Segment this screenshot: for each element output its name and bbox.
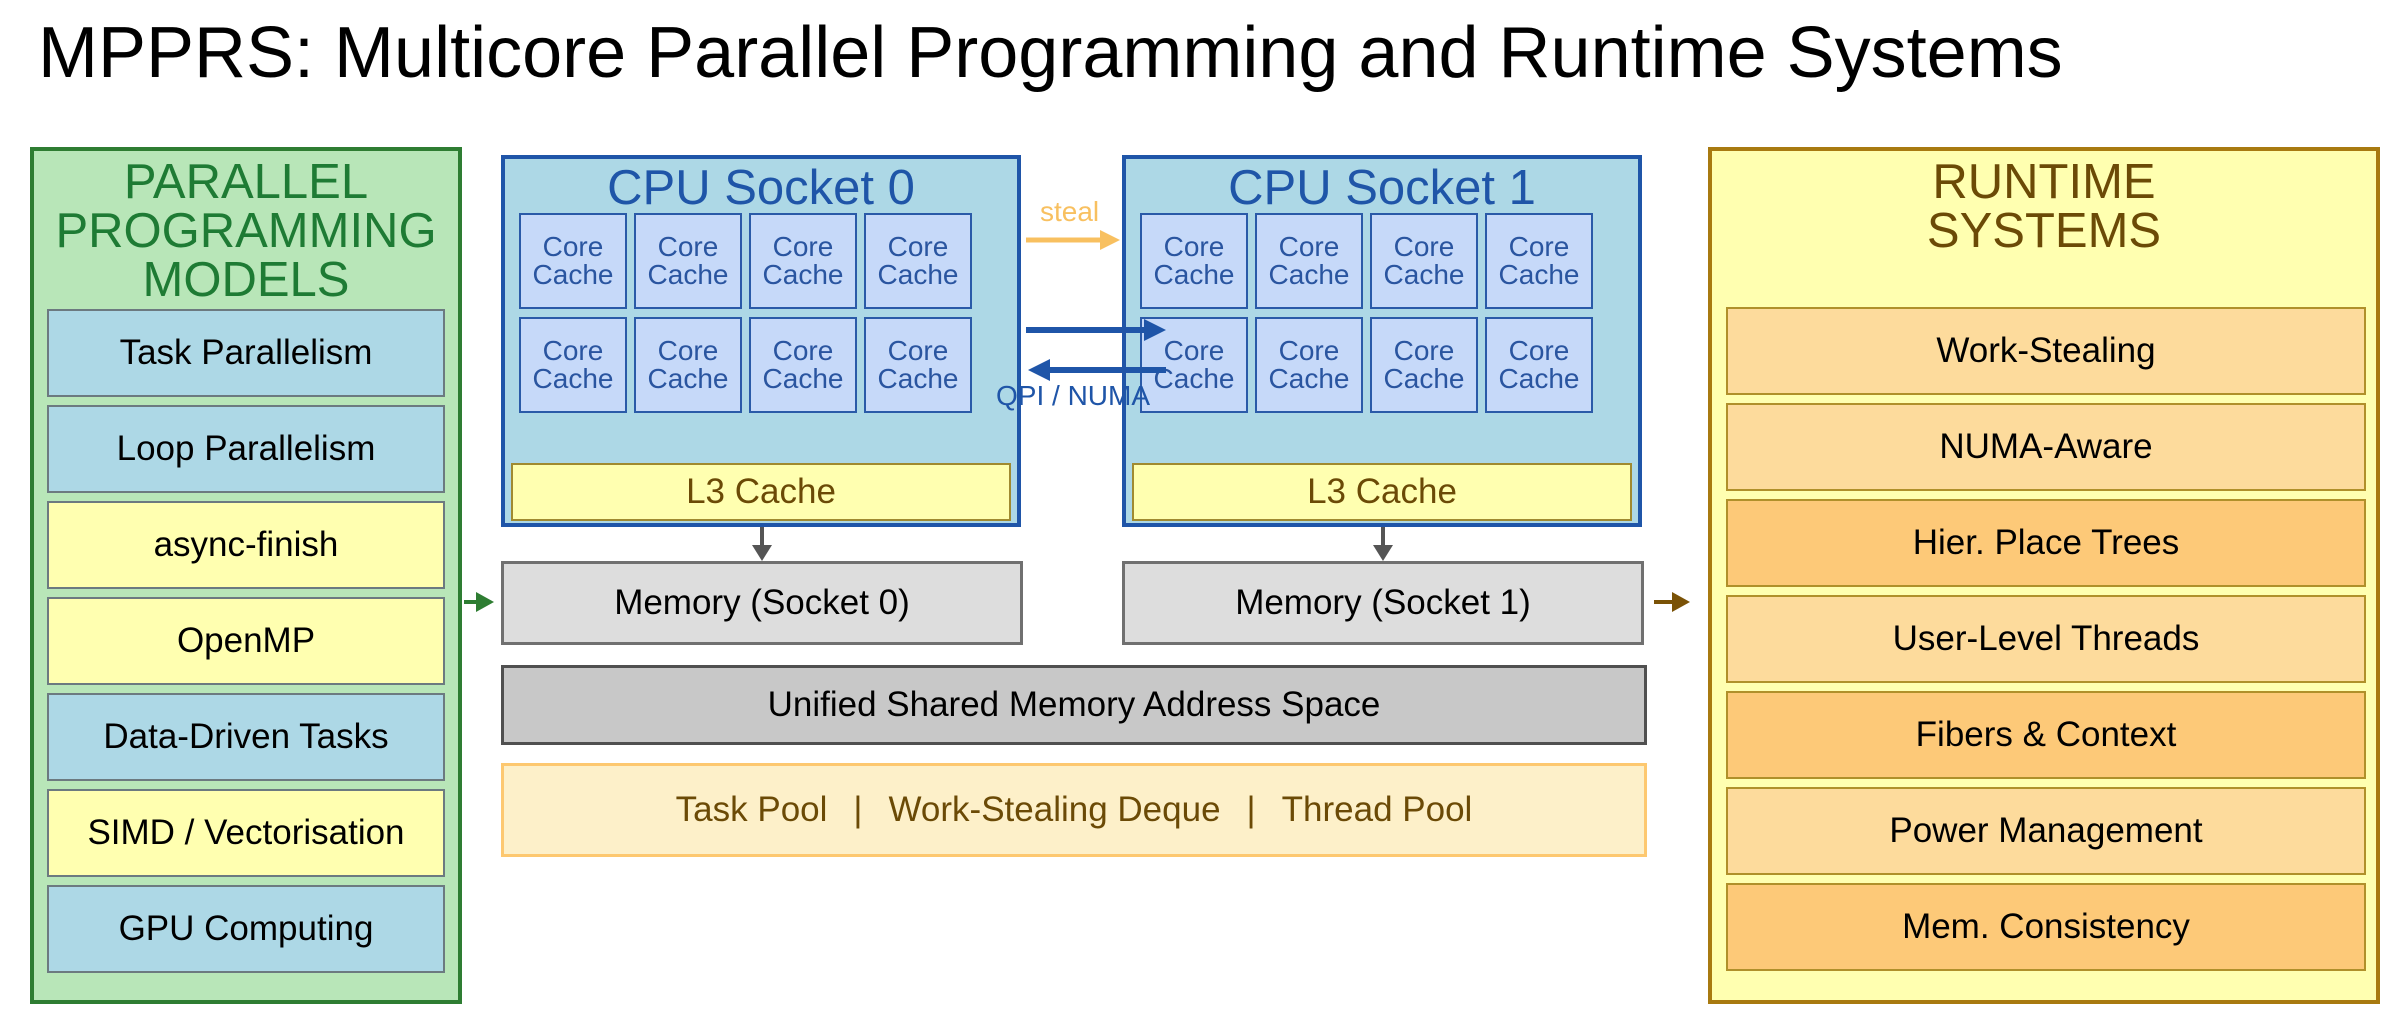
model-async-finish: async-finish <box>47 501 445 589</box>
runtime-work-stealing: Work-Stealing <box>1726 307 2366 395</box>
core-label: Core <box>542 231 604 262</box>
core-label: Core <box>1508 335 1570 366</box>
arrow-head <box>1028 359 1050 381</box>
arrow-head <box>1672 592 1690 612</box>
model-openmp: OpenMP <box>47 597 445 685</box>
runtime-mem-consistency: Mem. Consistency <box>1726 883 2366 971</box>
cache-label: Cache <box>1383 259 1465 290</box>
cache-label: Cache <box>1153 363 1235 394</box>
model-loop-parallelism: Loop Parallelism <box>47 405 445 493</box>
cache-label: Cache <box>647 363 729 394</box>
cache-label: Cache <box>877 259 959 290</box>
core-label: Core <box>1163 335 1225 366</box>
arrow-head <box>476 592 494 612</box>
cache-label: Cache <box>532 363 614 394</box>
heading-line: PROGRAMMING <box>55 204 437 258</box>
programming-models-heading: PARALLEL PROGRAMMING MODELS <box>34 158 458 305</box>
arrow-head <box>1100 230 1120 250</box>
arrow-head <box>1144 319 1166 341</box>
core-label: Core <box>1278 335 1340 366</box>
cache-label: Cache <box>877 363 959 394</box>
runtime-user-level-threads: User-Level Threads <box>1726 595 2366 683</box>
core-label: Core <box>887 231 949 262</box>
cache-label: Cache <box>1498 259 1580 290</box>
cache-label: Cache <box>762 363 844 394</box>
core-label: Core <box>772 335 834 366</box>
unified-shared-memory: Unified Shared Memory Address Space <box>501 665 1647 745</box>
heading-line: PARALLEL <box>123 155 369 209</box>
cache-label: Cache <box>1268 259 1350 290</box>
model-task-parallelism: Task Parallelism <box>47 309 445 397</box>
cpu-socket-1-title: CPU Socket 1 <box>1228 161 1536 215</box>
heading-line: SYSTEMS <box>1926 204 2162 258</box>
socket-1-l3-cache: L3 Cache <box>1132 463 1632 521</box>
steal-label: steal <box>1040 196 1100 227</box>
cache-label: Cache <box>762 259 844 290</box>
core-label: Core <box>1393 231 1455 262</box>
core-label: Core <box>1163 231 1225 262</box>
cache-label: Cache <box>647 259 729 290</box>
socket-0-l3-cache: L3 Cache <box>511 463 1011 521</box>
core-label: Core <box>542 335 604 366</box>
cpu-socket-0-title: CPU Socket 0 <box>607 161 915 215</box>
runtime-numa-aware: NUMA-Aware <box>1726 403 2366 491</box>
core-label: Core <box>772 231 834 262</box>
core-label: Core <box>657 335 719 366</box>
memory-socket-0: Memory (Socket 0) <box>501 561 1023 645</box>
cache-label: Cache <box>1153 259 1235 290</box>
model-data-driven-tasks: Data-Driven Tasks <box>47 693 445 781</box>
arrow-head <box>752 545 772 561</box>
qpi-numa-label: QPI / NUMA <box>996 380 1151 411</box>
runtime-systems-heading: RUNTIME SYSTEMS <box>1712 158 2376 256</box>
task-pool-label: Task Pool <box>675 790 828 829</box>
arrow-head <box>1373 545 1393 561</box>
core-label: Core <box>1393 335 1455 366</box>
work-stealing-deque-label: Work-Stealing Deque <box>888 790 1221 829</box>
page-title: MPPRS: Multicore Parallel Programming an… <box>38 13 2063 93</box>
core-label: Core <box>1278 231 1340 262</box>
runtime-power-management: Power Management <box>1726 787 2366 875</box>
core-label: Core <box>1508 231 1570 262</box>
cache-label: Cache <box>1268 363 1350 394</box>
cache-label: Cache <box>1383 363 1465 394</box>
memory-socket-1: Memory (Socket 1) <box>1122 561 1644 645</box>
runtime-fibers-context: Fibers & Context <box>1726 691 2366 779</box>
runtime-hier-place-trees: Hier. Place Trees <box>1726 499 2366 587</box>
core-label: Core <box>657 231 719 262</box>
heading-line: RUNTIME <box>1932 155 2156 209</box>
heading-line: MODELS <box>142 253 350 307</box>
thread-pool-label: Thread Pool <box>1281 790 1473 829</box>
cache-label: Cache <box>532 259 614 290</box>
separator: | <box>853 790 863 829</box>
core-label: Core <box>887 335 949 366</box>
cache-label: Cache <box>1498 363 1580 394</box>
task-pool-bar: Task Pool | Work-Stealing Deque | Thread… <box>501 763 1647 857</box>
separator: | <box>1246 790 1256 829</box>
model-simd: SIMD / Vectorisation <box>47 789 445 877</box>
model-gpu-computing: GPU Computing <box>47 885 445 973</box>
